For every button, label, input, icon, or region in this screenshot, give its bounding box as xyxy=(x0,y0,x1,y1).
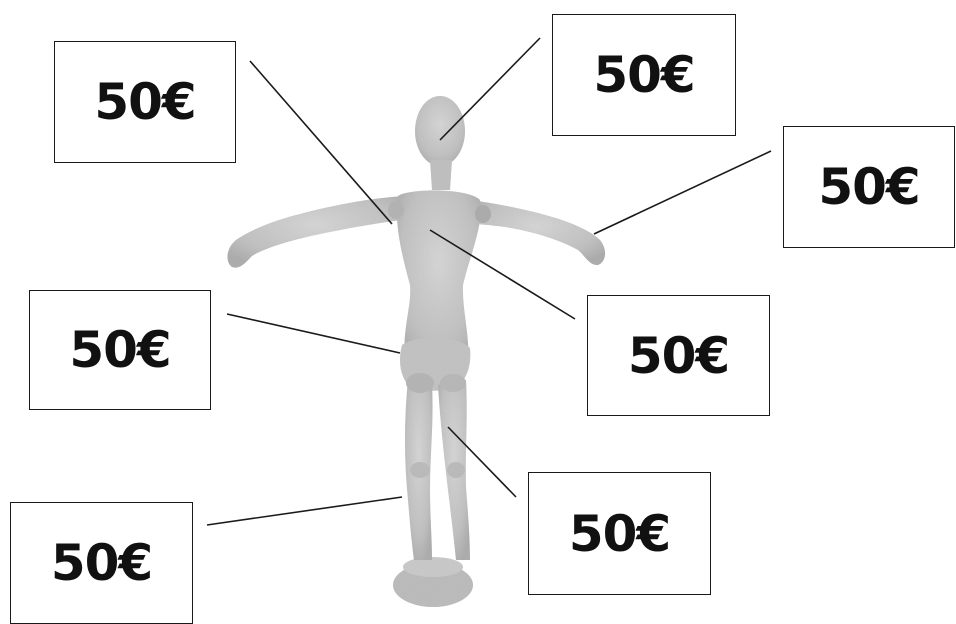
price-label-hip: 50€ xyxy=(69,325,170,375)
price-box-left-leg: 50€ xyxy=(10,502,193,624)
price-box-right-hand: 50€ xyxy=(783,126,955,248)
mannequin-head xyxy=(415,96,465,166)
price-label-head: 50€ xyxy=(593,50,694,100)
price-label-right-hand: 50€ xyxy=(818,162,919,212)
mannequin-left-arm xyxy=(227,196,405,268)
price-box-chest: 50€ xyxy=(587,295,770,416)
leader-line-head xyxy=(440,38,540,140)
price-box-upper-left: 50€ xyxy=(54,41,236,163)
price-box-right-leg: 50€ xyxy=(528,472,711,595)
price-label-left-leg: 50€ xyxy=(51,538,152,588)
price-label-upper-left: 50€ xyxy=(94,77,195,127)
price-box-head: 50€ xyxy=(552,14,736,136)
price-box-hip: 50€ xyxy=(29,290,211,410)
leader-line-right-hand xyxy=(594,151,771,234)
leader-line-hip xyxy=(227,314,400,353)
price-label-chest: 50€ xyxy=(628,331,729,381)
leader-line-upper-left xyxy=(250,61,392,224)
mannequin-right-arm xyxy=(470,200,605,265)
price-label-right-leg: 50€ xyxy=(569,509,670,559)
leader-line-left-leg xyxy=(207,497,402,525)
